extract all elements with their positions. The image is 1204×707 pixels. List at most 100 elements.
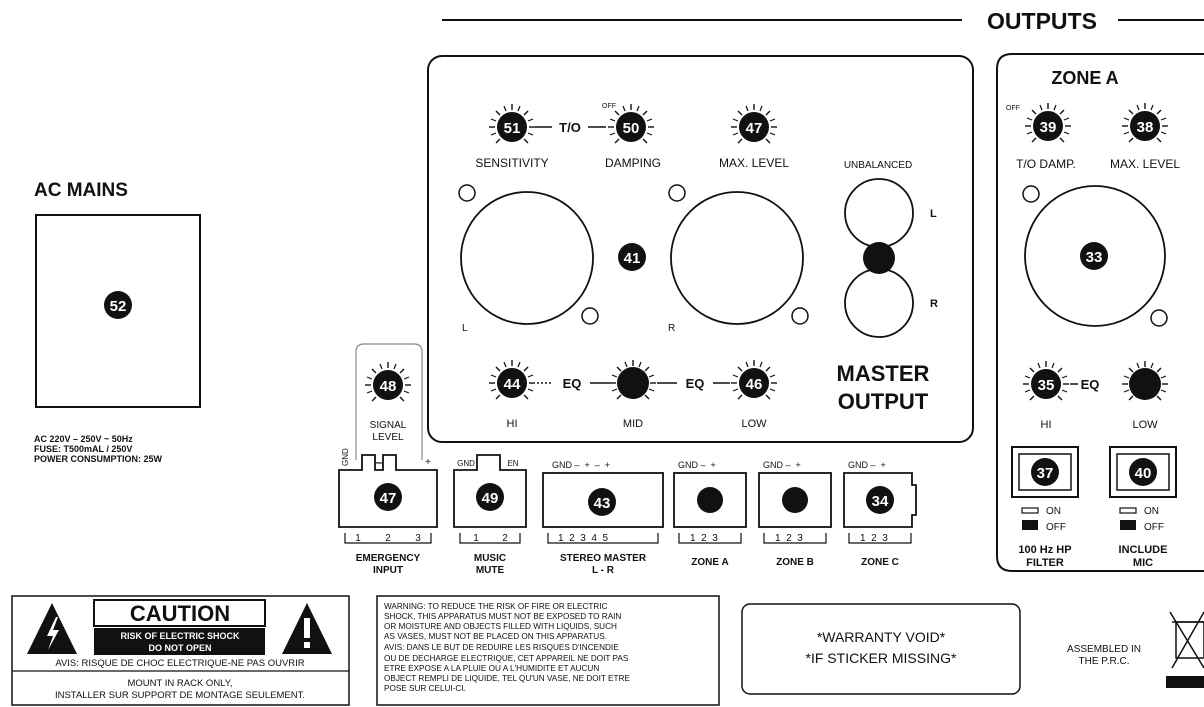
output-title: OUTPUT [838, 389, 929, 414]
rca-right-jack[interactable] [844, 268, 914, 338]
zone-c-top-labels: GND – + [848, 460, 886, 470]
callout-38: 38 [1137, 119, 1154, 136]
weee-bin-icon [1166, 611, 1204, 688]
warning-line-7: ETRE EXPOSE A LA PLUIE OU A L'HUMIDITE E… [384, 664, 599, 673]
zone-a-eq-low-label: LOW [1132, 419, 1158, 431]
sensitivity-label: SENSITIVITY [475, 156, 548, 170]
callout-43: 43 [594, 495, 611, 512]
warning-line-2: SHOCK, THIS APPARATUS MUST NOT BE EXPOSE… [384, 612, 621, 621]
damping-off-label: OFF [602, 103, 616, 110]
callout-51: 51 [504, 120, 521, 137]
emergency-gnd: GND [341, 448, 350, 466]
zone-c-terminal[interactable]: GND – + 34 1 2 3 [843, 460, 917, 544]
include-mic-on: ON [1144, 506, 1159, 517]
emergency-pin-1: 1 [355, 533, 361, 544]
caution-label: CAUTION RISK OF ELECTRIC SHOCK DO NOT OP… [11, 595, 350, 706]
callout-35: 35 [1038, 377, 1055, 394]
eq-low-label: LOW [741, 418, 767, 430]
caution-line-2: DO NOT OPEN [148, 643, 211, 653]
zone-a-eq-low-knob[interactable] [1121, 360, 1169, 401]
eq-hi-label: HI [507, 418, 518, 430]
rca-l-label: L [930, 208, 937, 220]
hp-filter-off: OFF [1046, 522, 1066, 533]
xlr-right-label: R [668, 323, 675, 334]
master-max-level-knob[interactable]: 47 [730, 103, 778, 144]
ac-inlet[interactable] [35, 214, 201, 408]
warning-line-8: OBJECT REMPLI DE LIQUIDE, TEL QU'UN VASE… [384, 674, 630, 683]
mute-pin-1: 1 [473, 533, 479, 544]
include-mic-off: OFF [1144, 522, 1164, 533]
mount-line-2: INSTALLER SUR SUPPORT DE MONTAGE SEULEME… [55, 690, 305, 701]
callout-39: 39 [1040, 119, 1057, 136]
ac-mains-section: AC MAINS 52 AC 220V – 250V ~ 50Hz FUSE: … [34, 180, 201, 464]
zone-b-terminal[interactable]: GND – + 1 2 3 [758, 460, 832, 544]
callout-52: 52 [110, 298, 127, 315]
warning-line-6: OU DE DECHARGE ELECTRIQUE, CET APPAREIL … [384, 654, 629, 663]
xlr-output-right[interactable] [668, 184, 809, 325]
to-label: T/O [559, 120, 581, 135]
callout-50: 50 [623, 120, 640, 137]
zone-a-eq-hi-label: HI [1041, 419, 1052, 431]
include-mic-label-1: INCLUDE [1119, 544, 1168, 556]
eq-hi-knob[interactable]: 44 [488, 359, 536, 400]
emergency-pin-2: 2 [385, 533, 391, 544]
zone-b-top-labels: GND – + [763, 460, 801, 470]
callout-44: 44 [504, 376, 521, 393]
xlr-output-left[interactable] [458, 184, 599, 325]
emergency-pin-3: 3 [415, 533, 421, 544]
warning-line-5: AVIS: DANS LE BUT DE REDUIRE LES RISQUES… [384, 643, 619, 652]
eq-low-knob[interactable]: 46 [730, 359, 778, 400]
emergency-minus: – [376, 455, 383, 469]
zone-a-to-damp-knob[interactable]: 39 [1024, 102, 1072, 143]
emergency-plus: + [425, 457, 431, 468]
eq-mid-label: MID [623, 418, 643, 430]
emergency-label-1: EMERGENCY [356, 553, 421, 564]
hp-filter-switch[interactable]: 37 [1011, 446, 1079, 498]
callout-34: 34 [872, 493, 889, 510]
caution-avis: AVIS: RISQUE DE CHOC ELECTRIQUE-NE PAS O… [55, 658, 304, 669]
include-mic-label-2: MIC [1133, 557, 1153, 569]
mute-gnd: GND [457, 459, 475, 468]
assembled-line-2: THE P.R.C. [1079, 656, 1130, 667]
electric-shock-warning-icon [27, 603, 77, 654]
hp-filter-on: ON [1046, 506, 1061, 517]
sensitivity-knob[interactable]: 51 [488, 103, 536, 144]
unbalanced-label: UNBALANCED [844, 160, 912, 171]
zone-a-terminal[interactable]: GND – + 1 2 3 [673, 460, 747, 544]
zone-b-terminal-label: ZONE B [776, 557, 814, 568]
signal-level-knob[interactable]: 48 [364, 361, 412, 402]
emergency-input-terminal[interactable]: GND – + 47 1 2 3 [338, 448, 438, 544]
master-title: MASTER [837, 361, 930, 386]
callout-48: 48 [380, 378, 397, 395]
zone-a-off-label: OFF [1006, 105, 1020, 112]
zone-a-xlr-output[interactable]: 33 [1022, 185, 1168, 327]
outputs-title: OUTPUTS [987, 8, 1097, 34]
callout-52-marker [104, 291, 132, 319]
zone-b-pins: 1 2 3 [775, 533, 803, 544]
stereo-master-terminal[interactable]: GND – + – + 43 1 2 3 4 5 [542, 460, 664, 544]
mount-line-1: MOUNT IN RACK ONLY, [127, 678, 232, 689]
callout-37: 37 [1037, 465, 1054, 482]
damping-knob[interactable]: 50 [607, 103, 655, 144]
xlr-left-label: L [462, 323, 468, 334]
zone-a-panel: ZONE A 39 OFF T/O DAMP. 38 MAX. LEVEL 33… [996, 53, 1204, 572]
include-mic-switch[interactable]: 40 [1109, 446, 1177, 498]
assembled-line-1: ASSEMBLED IN [1067, 644, 1141, 655]
rca-left-jack[interactable] [844, 178, 914, 248]
signal-level-section: 48 SIGNAL LEVEL [355, 343, 423, 460]
music-mute-terminal[interactable]: GND EN 49 1 2 [453, 454, 527, 544]
warning-line-3: OR MOISTURE AND OBJECTS FILLED WITH LIQU… [384, 622, 617, 631]
ac-spec-fuse: FUSE: T500mAL / 250V [34, 444, 132, 454]
stereo-top-labels: GND – + – + [552, 460, 610, 470]
zone-c-terminal-label: ZONE C [861, 557, 899, 568]
zone-a-eq-hi-knob[interactable]: 35 [1022, 360, 1070, 401]
eq-mid-knob[interactable] [609, 359, 657, 400]
mute-label-1: MUSIC [474, 553, 506, 564]
zone-a-top-labels: GND – + [678, 460, 716, 470]
zone-a-title: ZONE A [1051, 68, 1118, 88]
zone-a-max-level-knob[interactable]: 38 [1121, 102, 1169, 143]
callout-41: 41 [624, 250, 641, 267]
exclamation-warning-icon [282, 603, 332, 654]
eq-label-right: EQ [686, 376, 705, 391]
